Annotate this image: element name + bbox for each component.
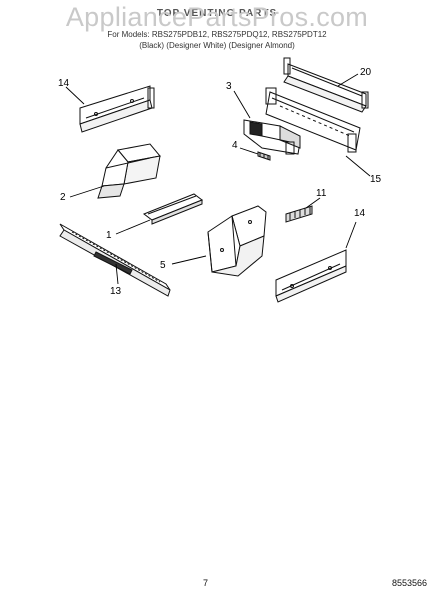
part-4-spring [257, 151, 271, 161]
part-13-rail [59, 223, 171, 297]
part-15-vent-plate [265, 87, 361, 153]
callout-2: 2 [60, 192, 66, 203]
callout-14-bottom: 14 [354, 208, 366, 219]
part-14-top-bracket [79, 85, 155, 133]
document-number: 8553566 [392, 578, 428, 588]
part-20-vent-bracket [283, 57, 369, 113]
callout-3: 3 [226, 81, 232, 92]
part-3-switch-assembly [243, 119, 301, 155]
callout-14-top: 14 [58, 78, 70, 89]
part-2-duct-elbow [97, 143, 161, 199]
callout-5: 5 [160, 260, 166, 271]
part-5-box-bracket [207, 205, 267, 277]
part-11-terminal-block [285, 205, 313, 223]
model-numbers: For Models: RBS275PDB12, RBS275PDQ12, RB… [107, 30, 327, 39]
callout-1: 1 [106, 230, 112, 241]
color-variants: (Black) (Designer White) (Designer Almon… [139, 41, 295, 50]
watermark: AppliancePartsPros.com [65, 2, 369, 32]
callout-15: 15 [370, 174, 382, 185]
part-14-bottom-bracket [275, 249, 347, 303]
page-number: 7 [203, 578, 209, 588]
callout-13: 13 [110, 286, 122, 297]
callout-11: 11 [316, 188, 327, 199]
diagram-title: TOP VENTING PARTS [156, 8, 278, 19]
part-1-plate [142, 193, 204, 225]
callout-4: 4 [232, 140, 238, 151]
leader-lines [65, 73, 371, 285]
callout-20: 20 [360, 67, 372, 78]
